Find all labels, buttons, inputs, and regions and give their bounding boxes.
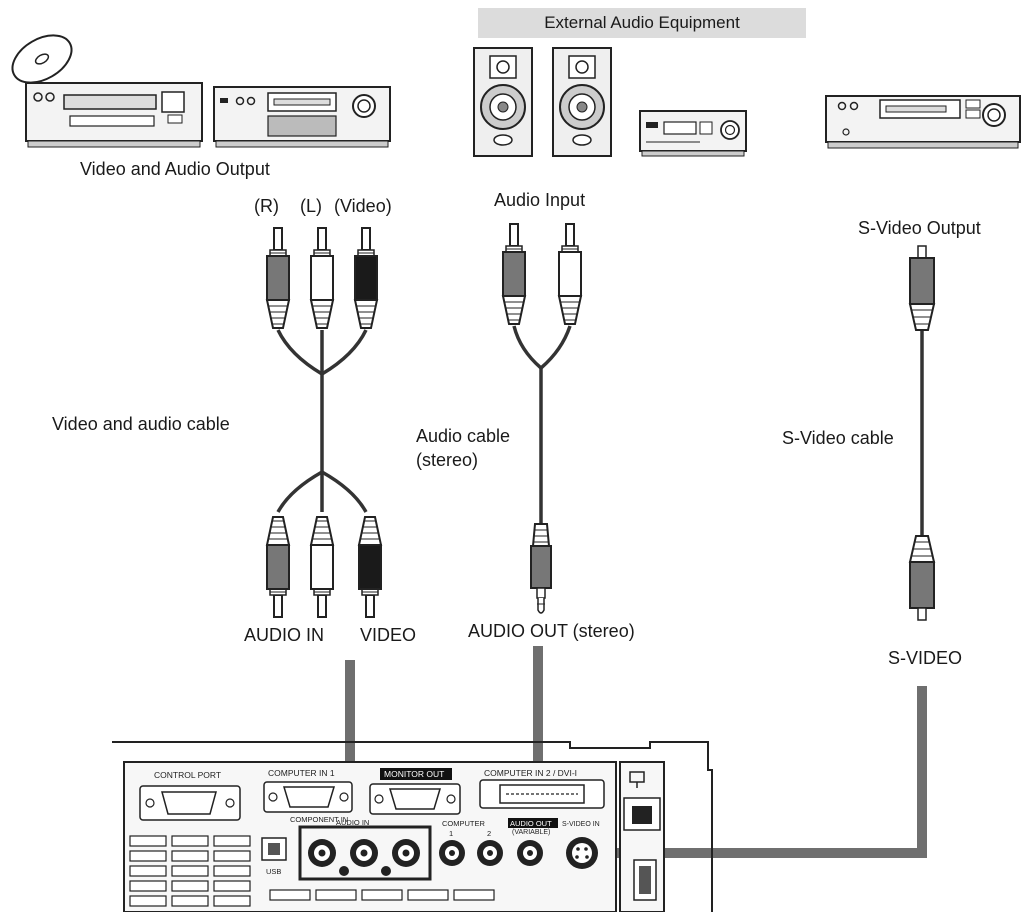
panel-label-audio-in: AUDIO IN	[336, 818, 369, 827]
speaker-icon	[473, 47, 533, 157]
panel-label-usb: USB	[266, 867, 281, 876]
video-audio-output-label: Video and Audio Output	[80, 159, 270, 179]
panel-label-computer: COMPUTER	[442, 819, 486, 828]
panel-label-component-in: COMPONENT IN	[290, 815, 348, 824]
audio-cable-label-line1: Audio cable	[416, 426, 511, 446]
svideo-output-label: S-Video Output	[858, 218, 981, 238]
rca-plug-r-top	[266, 227, 290, 329]
panel-label-audio-out: AUDIO OUT	[510, 819, 552, 828]
plug-video-label: (Video)	[334, 196, 392, 216]
audio-out-stereo-label: AUDIO OUT (stereo)	[468, 621, 635, 641]
stereo-mini-plug	[530, 523, 552, 614]
dvd-player	[25, 82, 203, 148]
audio-cable-label-line2: (stereo)	[416, 450, 479, 470]
panel-label-control-port: CONTROL PORT	[154, 770, 221, 780]
panel-label-num-1: 1	[449, 829, 453, 838]
disc-icon	[11, 34, 73, 84]
video-label: VIDEO	[360, 625, 417, 645]
vcr-device	[213, 86, 391, 148]
video-audio-cable	[276, 329, 368, 513]
panel-label-svideo-in: S-VIDEO IN	[562, 821, 600, 828]
rca-plug-video-bottom	[358, 516, 382, 618]
rca-plug-video-top	[354, 227, 378, 329]
svideo-plug-top	[908, 245, 936, 331]
plug-r-label: (R)	[254, 196, 279, 216]
audio-input-label: Audio Input	[494, 190, 586, 210]
panel-label-num-2: 2	[487, 829, 491, 838]
amplifier-device	[639, 110, 747, 157]
panel-label-variable: (VARIABLE)	[512, 829, 550, 836]
rca-plug-audio-input-l	[558, 223, 582, 325]
projector-panel	[112, 741, 713, 912]
video-audio-cable-label: Video and audio cable	[52, 414, 230, 434]
lan-icon	[629, 771, 645, 788]
external-audio-equipment-banner: External Audio Equipment	[478, 8, 806, 38]
plug-l-label: (L)	[300, 196, 322, 216]
rca-plug-audio-l-bottom	[310, 516, 334, 618]
rca-plug-audio-r-bottom	[266, 516, 290, 618]
svideo-label: S-VIDEO	[888, 648, 963, 668]
svideo-cable-label: S-Video cable	[782, 428, 894, 448]
audio-in-jacks[interactable]	[308, 839, 420, 876]
rca-plug-audio-input-r	[502, 223, 526, 325]
panel-label-computer-in-2: COMPUTER IN 2 / DVI-I	[484, 768, 577, 778]
rca-plug-l-top	[310, 227, 334, 329]
audio-in-label: AUDIO IN	[244, 625, 325, 645]
speaker-icon	[552, 47, 612, 157]
audio-cable	[512, 325, 572, 524]
panel-label-monitor-out: MONITOR OUT	[384, 769, 444, 779]
panel-label-computer-in-1: COMPUTER IN 1	[268, 768, 335, 778]
svideo-source-device	[825, 95, 1021, 149]
svideo-plug-bottom	[908, 535, 936, 621]
